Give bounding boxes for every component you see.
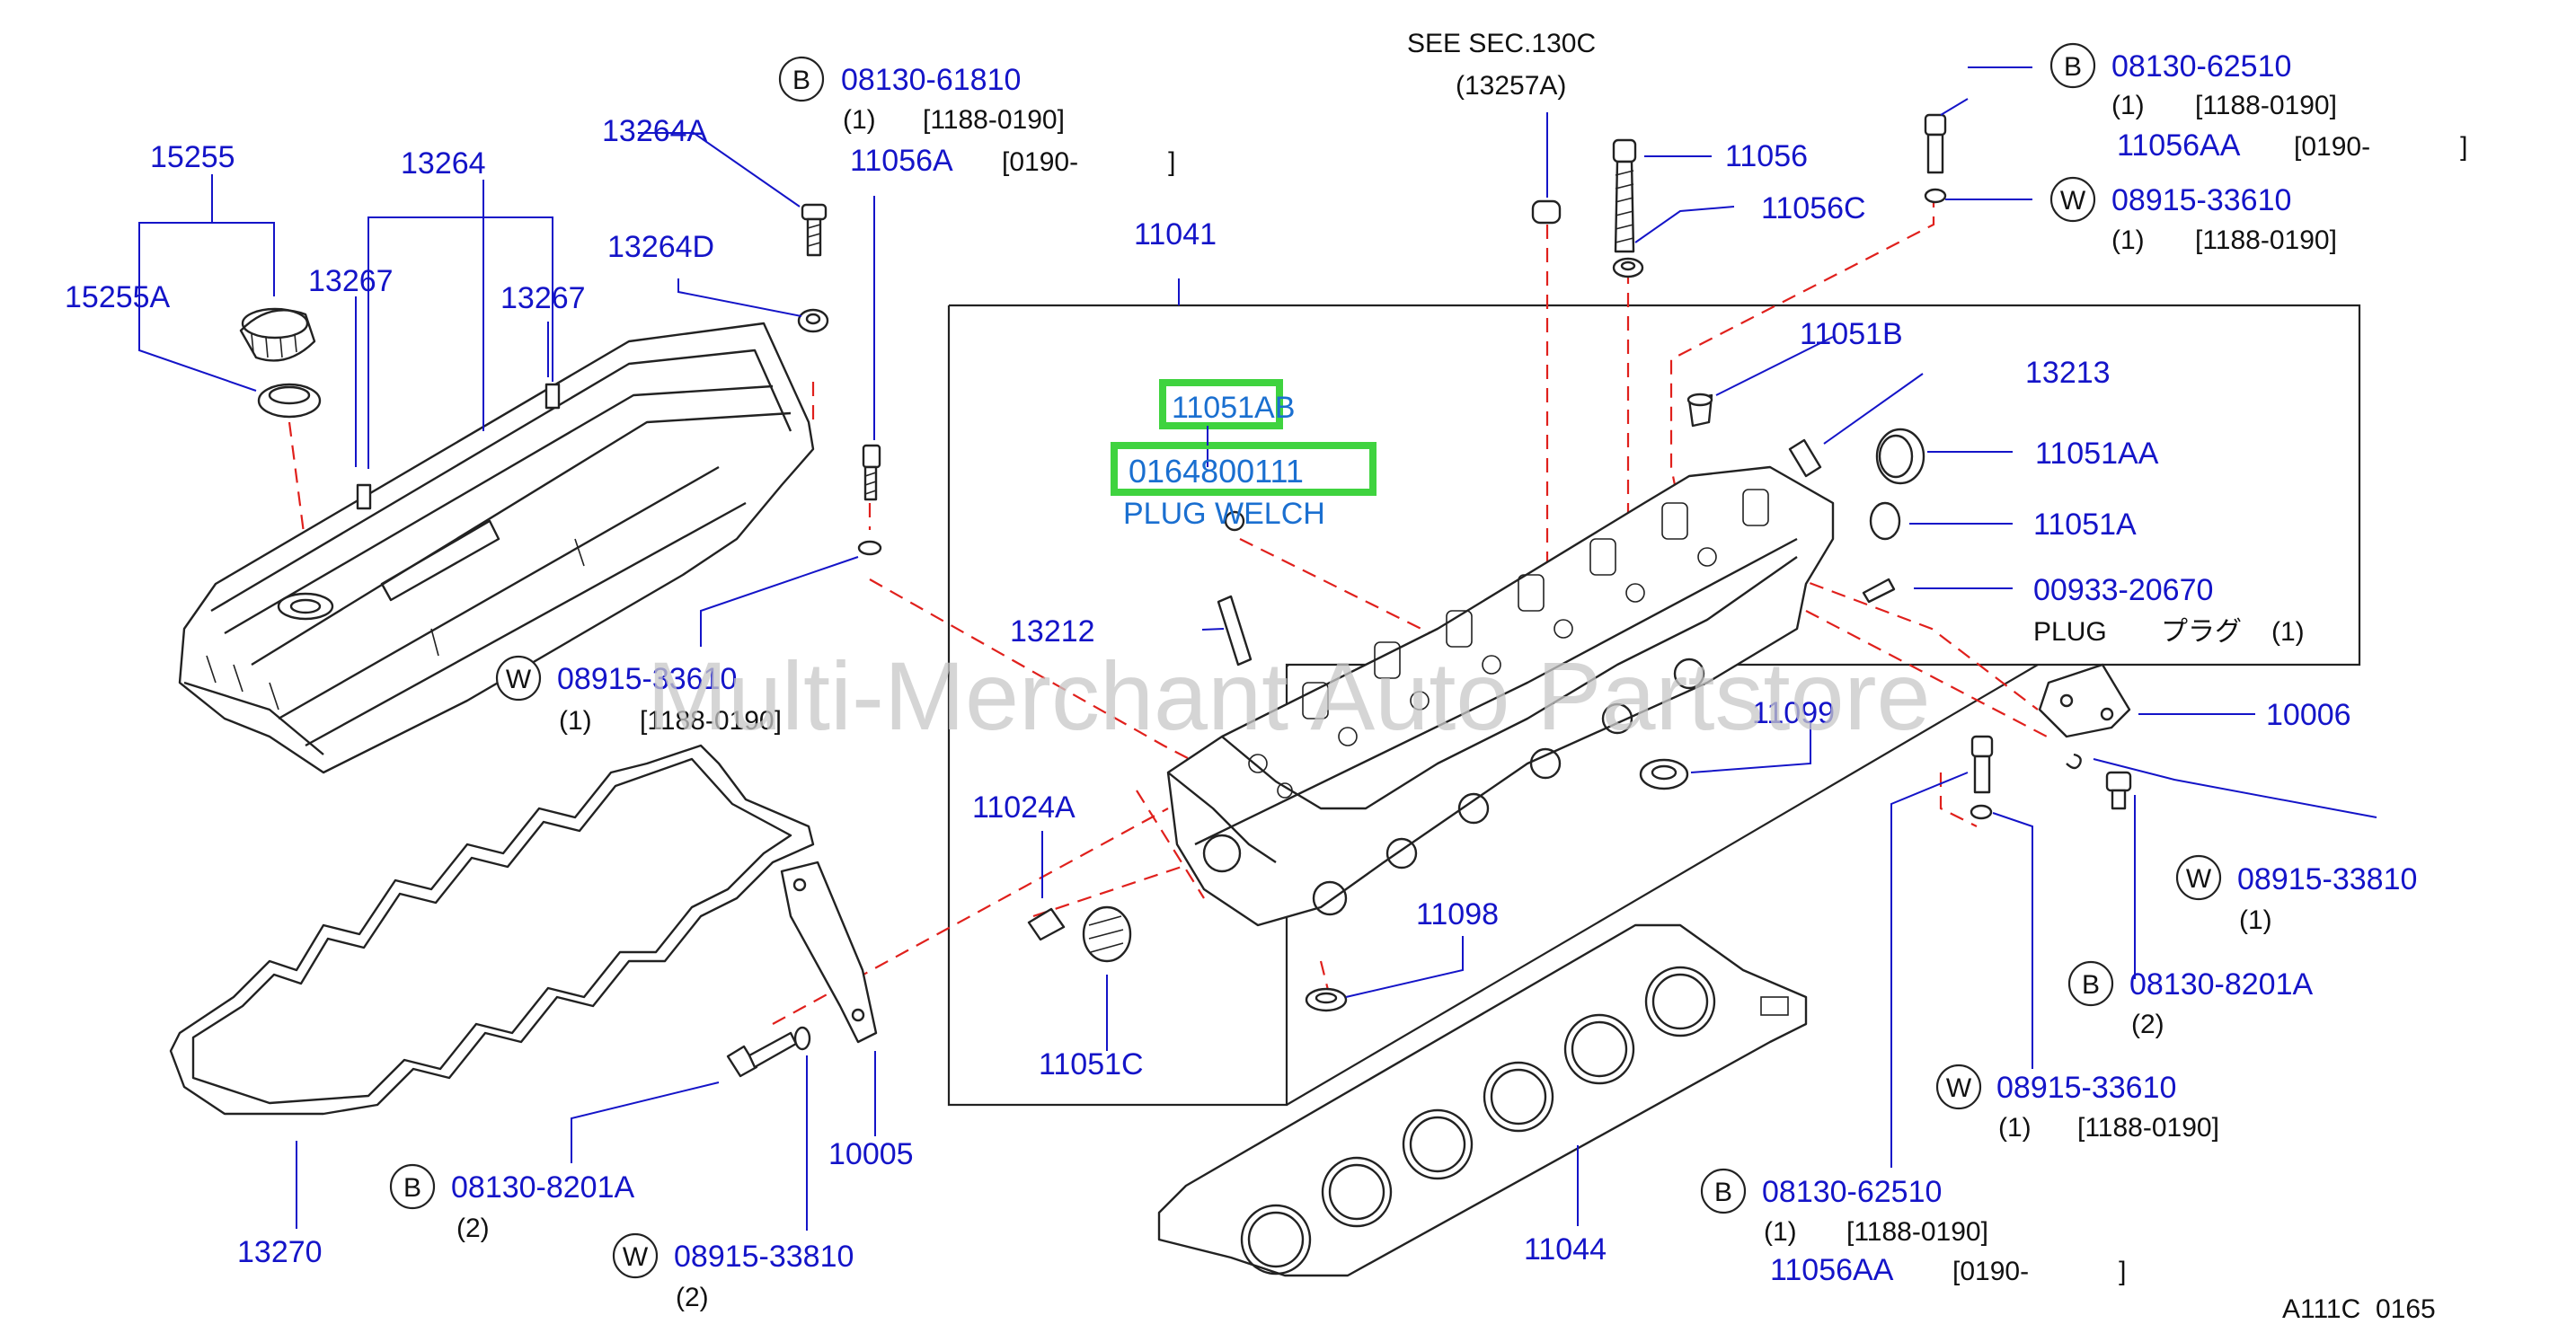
callout-b1-number[interactable]: 08130-61810: [841, 63, 1021, 97]
callout-w1-number[interactable]: 08915-33610: [2111, 183, 2291, 217]
callout-b2-alt-part[interactable]: 11056AA: [2117, 128, 2241, 163]
callout-b4-range: [1188-0190]: [1846, 1217, 1988, 1247]
highlight-number-label[interactable]: 0164800111: [1129, 453, 1304, 490]
label-00933-20670[interactable]: 00933-20670: [2033, 573, 2213, 607]
marker-b4: B: [1714, 1178, 1732, 1207]
callout-b4-alt-range: [0190- ]: [1952, 1257, 2126, 1286]
cover-bolt: [801, 203, 828, 257]
label-13264d[interactable]: 13264D: [607, 230, 714, 264]
marker-w4: W: [1946, 1073, 1972, 1103]
head-group-frame: [947, 304, 2361, 1107]
callout-b5-qty: (2): [456, 1214, 490, 1243]
callout-w5-qty: (2): [676, 1283, 709, 1312]
label-11051aa[interactable]: 11051AA: [2035, 437, 2159, 471]
callout-b2-alt-range: [0190- ]: [2294, 132, 2467, 162]
label-13270[interactable]: 13270: [237, 1235, 323, 1269]
label-10006[interactable]: 10006: [2266, 698, 2351, 732]
label-13267-b[interactable]: 13267: [500, 281, 586, 315]
callout-b3-qty: (2): [2131, 1010, 2164, 1039]
see-section-line2: (13257A): [1456, 71, 1566, 101]
label-13212[interactable]: 13212: [1010, 614, 1095, 649]
label-11099[interactable]: 11099: [1752, 696, 1835, 730]
marker-w1: W: [2060, 186, 2086, 216]
valve-cover: [178, 322, 815, 774]
highlight-number-box: [1111, 442, 1377, 496]
callout-b2-range: [1188-0190]: [2195, 91, 2337, 120]
callout-w4-number[interactable]: 08915-33610: [1996, 1071, 2176, 1105]
callout-w3-qty: (1): [2239, 905, 2272, 935]
head-small-parts: [1217, 113, 1947, 666]
label-11051c[interactable]: 11051C: [1039, 1047, 1144, 1081]
plug-note-jp: プラグ: [2161, 617, 2242, 647]
marker-w5: W: [623, 1242, 649, 1272]
cap-gasket: [257, 383, 322, 419]
highlight-part-box: [1159, 379, 1283, 429]
callout-b1-qty: (1): [843, 105, 876, 135]
callout-b3-number[interactable]: 08130-8201A: [2129, 967, 2314, 1002]
marker-b5: B: [403, 1173, 421, 1203]
highlight-part-label[interactable]: 11051AB: [1172, 391, 1295, 425]
label-11051b[interactable]: 11051B: [1800, 317, 1903, 351]
oil-filler-cap: [239, 307, 316, 362]
label-15255a[interactable]: 15255A: [65, 280, 171, 314]
stud-bolt: [857, 444, 882, 556]
label-11024a[interactable]: 11024A: [972, 790, 1076, 825]
plug-note-label: PLUG: [2033, 617, 2107, 647]
label-11056c[interactable]: 11056C: [1761, 191, 1866, 225]
callout-b2-number[interactable]: 08130-62510: [2111, 49, 2291, 84]
label-13264a[interactable]: 13264A: [602, 114, 708, 148]
label-11044[interactable]: 11044: [1524, 1232, 1607, 1267]
rocker-cover-gasket: [169, 744, 815, 1116]
callout-b4-alt-part[interactable]: 11056AA: [1770, 1253, 1894, 1287]
marker-w3: W: [2186, 864, 2212, 894]
callout-b2-qty: (1): [2111, 91, 2145, 120]
marker-b3: B: [2082, 970, 2100, 1000]
label-13264[interactable]: 13264: [401, 146, 486, 181]
bracket: [780, 861, 878, 1044]
plug-note-qty: (1): [2271, 617, 2305, 647]
head-gasket: [1157, 923, 1808, 1277]
callout-b1-range: [1188-0190]: [923, 105, 1065, 135]
highlight-name-label: PLUG WELCH: [1123, 497, 1325, 531]
seal-rings: [1305, 758, 1689, 1012]
rear-bracket: [1970, 663, 2132, 820]
label-13213[interactable]: 13213: [2025, 356, 2111, 390]
watermark: Multi-Merchant Auto Partstore: [647, 641, 1931, 750]
callout-w2-range: [1188-0190]: [640, 706, 782, 736]
marker-b2: B: [2064, 52, 2082, 82]
callout-b4-qty: (1): [1764, 1217, 1797, 1247]
callout-w2-qty: (1): [559, 706, 592, 736]
core-plug: [1082, 905, 1132, 963]
callout-w1-range: [1188-0190]: [2195, 225, 2337, 255]
label-11056[interactable]: 11056: [1725, 139, 1808, 173]
callout-b4-number[interactable]: 08130-62510: [1762, 1175, 1942, 1209]
callout-w4-qty: (1): [1998, 1113, 2032, 1143]
label-13267-a[interactable]: 13267: [308, 264, 394, 298]
label-11051a[interactable]: 11051A: [2033, 508, 2137, 542]
callout-w1-qty: (1): [2111, 225, 2145, 255]
marker-b1: B: [792, 66, 810, 95]
label-11098[interactable]: 11098: [1416, 897, 1499, 931]
callout-b1-alt-range: [0190- ]: [1002, 147, 1175, 177]
callout-w2-number[interactable]: 08915-33610: [557, 662, 737, 696]
callout-w3-number[interactable]: 08915-33810: [2237, 862, 2417, 896]
label-11041[interactable]: 11041: [1134, 217, 1217, 252]
head-group-frame-diagonal: [1286, 664, 2039, 1106]
leader-lines: [138, 66, 2377, 1231]
marker-circles: [389, 42, 2222, 1279]
dowel-pin: [1027, 907, 1066, 941]
callout-b1-alt-part[interactable]: 11056A: [850, 144, 953, 178]
label-10005[interactable]: 10005: [828, 1137, 914, 1171]
callout-w4-range: [1188-0190]: [2077, 1113, 2219, 1143]
marker-w2: W: [506, 665, 532, 694]
callout-b5-number[interactable]: 08130-8201A: [451, 1170, 635, 1205]
label-15255[interactable]: 15255: [150, 140, 235, 174]
diagram-code: A111C 0165: [2282, 1294, 2436, 1324]
see-section-line1: SEE SEC.130C: [1407, 29, 1596, 58]
cylinder-head: [1166, 465, 1835, 927]
cover-bolt-seal: [797, 308, 829, 333]
callout-w5-number[interactable]: 08915-33810: [674, 1240, 854, 1274]
bracket-bolt: [726, 1026, 811, 1078]
